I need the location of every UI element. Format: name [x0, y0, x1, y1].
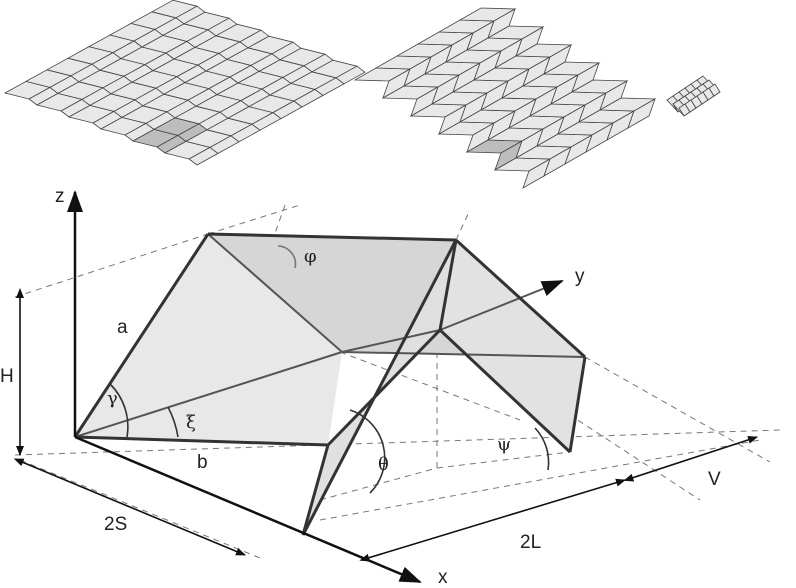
label-2L: 2L [520, 532, 541, 553]
fully-folded-sheet [666, 75, 721, 117]
label-H: H [0, 366, 14, 387]
label-xi: ξ [186, 412, 196, 433]
label-gamma: γ [107, 388, 118, 409]
label-theta: θ [378, 454, 389, 475]
right-vertical-panel [440, 240, 585, 452]
sheet-facet [335, 65, 366, 85]
folded-sheet-thumbnails [3, 0, 721, 189]
label-V: V [708, 469, 721, 490]
y-axis [540, 279, 564, 297]
label-z: z [55, 186, 65, 207]
sheet-facet [627, 98, 656, 129]
label-y: y [575, 266, 585, 287]
fold-unit-panels [73, 232, 587, 536]
sheet-facet [708, 83, 721, 97]
x-axis [74, 435, 422, 584]
flat-sheet [3, 0, 366, 166]
label-b: b [197, 452, 208, 473]
left-panel [75, 234, 342, 445]
angle-arcs [109, 245, 550, 494]
dimension-arrows [13, 288, 758, 562]
label-psi: ψ [497, 434, 511, 455]
label-phi: φ [304, 246, 317, 267]
half-folded-sheet [353, 7, 657, 189]
label-a: a [117, 317, 128, 338]
label-2S: 2S [104, 514, 127, 535]
label-x: x [438, 567, 448, 588]
